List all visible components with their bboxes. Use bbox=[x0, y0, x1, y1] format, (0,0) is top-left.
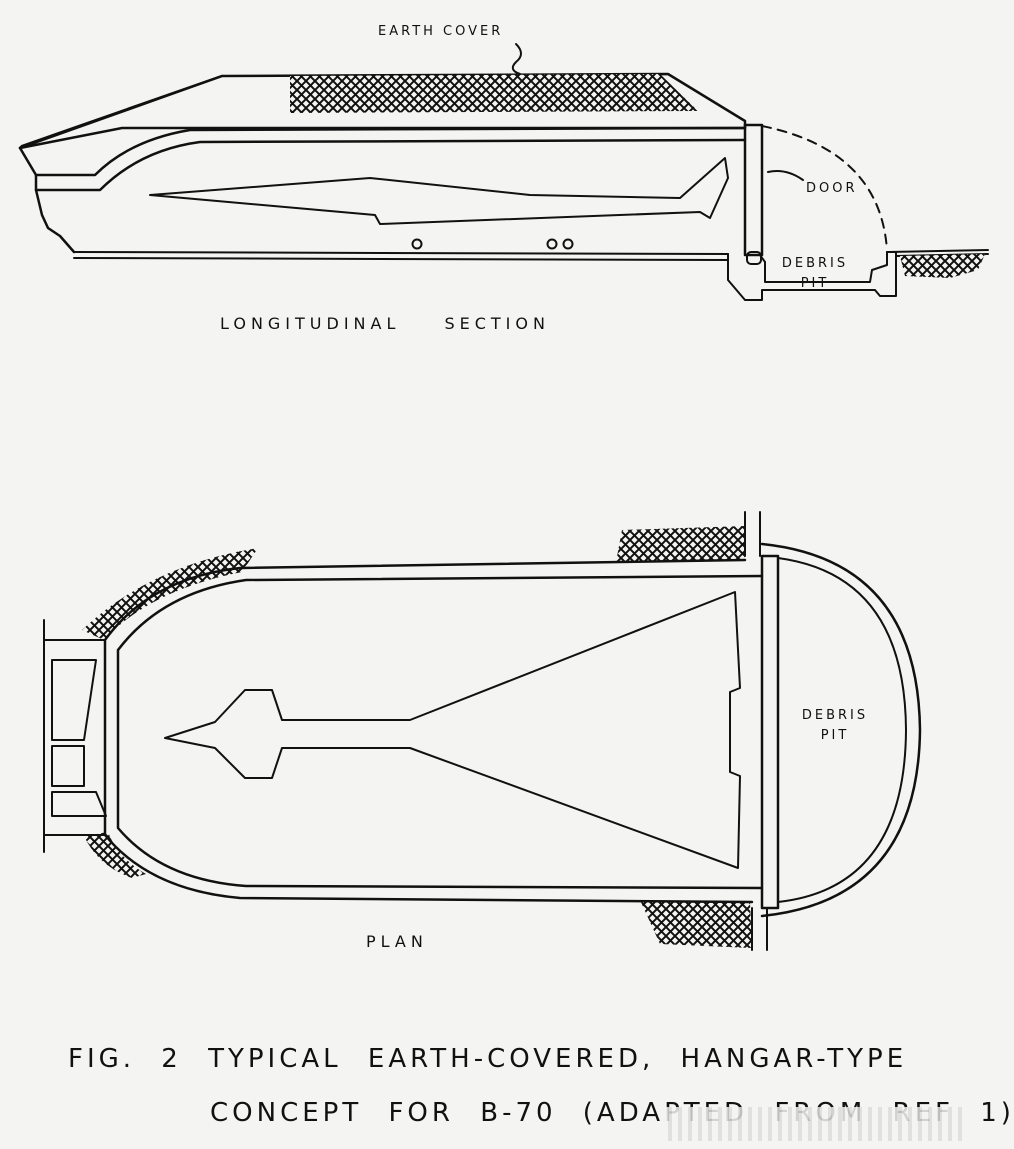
door-wall bbox=[743, 123, 764, 257]
earth-cover-leader bbox=[511, 43, 522, 75]
watermark-overlay bbox=[662, 1107, 962, 1141]
plan-front-wall bbox=[760, 554, 780, 910]
door-leader bbox=[767, 170, 804, 181]
hangar-floor bbox=[73, 251, 729, 261]
plan-inner-wall bbox=[116, 574, 764, 890]
longitudinal-section-drawing bbox=[18, 43, 989, 301]
figure-caption-line1: FIG. 2 TYPICAL EARTH-COVERED, HANGAR-TYP… bbox=[68, 1044, 908, 1074]
main-gear-2 bbox=[562, 238, 574, 250]
debris-pit-plan-label: DEBRIS PIT bbox=[801, 708, 869, 743]
plan-label: PLAN bbox=[366, 932, 428, 951]
aircraft-side-profile bbox=[149, 157, 729, 225]
earth-cover-label: EARTH COVER bbox=[378, 24, 504, 39]
plan-hatch-bl bbox=[84, 832, 146, 878]
plan-hatch-tr bbox=[616, 526, 745, 562]
plan-left-openings bbox=[43, 619, 107, 853]
plan-hatch-tl bbox=[82, 548, 258, 640]
earth-cover-hatch bbox=[290, 74, 698, 113]
hangar-shell bbox=[34, 126, 747, 177]
door-swing-arc bbox=[761, 125, 888, 251]
plan-hatch-br bbox=[640, 900, 752, 948]
debris-pit bbox=[727, 251, 897, 301]
plan-debris-pit-inner bbox=[777, 557, 907, 903]
debris-pit-section-label: DEBRIS PIT bbox=[781, 256, 849, 291]
plan-debris-pit-outer bbox=[760, 542, 922, 918]
longitudinal-section-label: LONGITUDINAL SECTION bbox=[220, 314, 550, 333]
aircraft-plan-view bbox=[164, 591, 741, 869]
ground-hatch bbox=[900, 254, 985, 278]
plan-view-drawing bbox=[43, 511, 922, 951]
main-gear-1 bbox=[546, 238, 558, 250]
door-label: DOOR bbox=[806, 181, 858, 196]
nose-gear bbox=[411, 238, 423, 250]
plan-outer-wall bbox=[103, 558, 754, 904]
